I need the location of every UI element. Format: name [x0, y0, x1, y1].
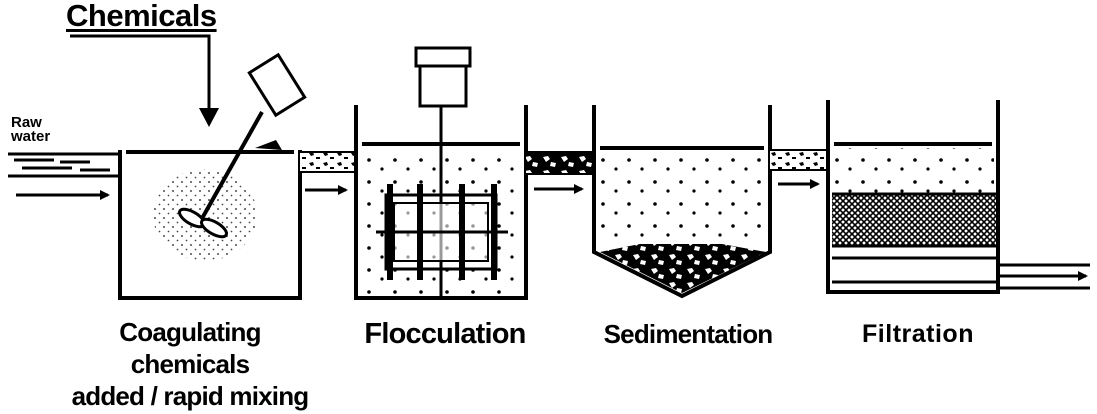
raw-water-label-line1: Raw: [11, 114, 42, 131]
stage-label-line1: Sedimentation: [603, 319, 774, 349]
flocculation-tank: [354, 46, 528, 300]
raw-water-label: Raw water: [11, 114, 51, 145]
stage-label-line1: Flocculation: [364, 318, 526, 350]
stage-label-flocculation: Flocculation: [355, 318, 535, 350]
stage-label-sedimentation: Sedimentation: [598, 318, 778, 350]
filtration-bed: [826, 100, 1000, 294]
stage-label-filtration: Filtration: [838, 318, 998, 350]
rapid-mixing-tank: [118, 52, 307, 300]
stage-label-coagulation: Coagulating chemicals added / rapid mixi…: [60, 316, 320, 412]
raw-water-inlet-pipe: [8, 152, 120, 200]
treated-water-outlet: [998, 263, 1090, 290]
chemicals-feed-arrow: [70, 34, 219, 127]
chemicals-label: Chemicals: [66, 0, 217, 33]
stage-label-line1: Filtration: [862, 320, 974, 348]
sedimentation-basin: [592, 105, 772, 299]
connector-pipe-2: [526, 151, 594, 194]
connector-pipe-3: [770, 149, 828, 189]
stage-label-line2: added / rapid mixing: [71, 381, 310, 411]
stage-label-line1: Coagulating chemicals: [119, 317, 261, 379]
connector-pipe-1: [300, 151, 356, 195]
raw-water-label-line2: water: [11, 128, 51, 145]
